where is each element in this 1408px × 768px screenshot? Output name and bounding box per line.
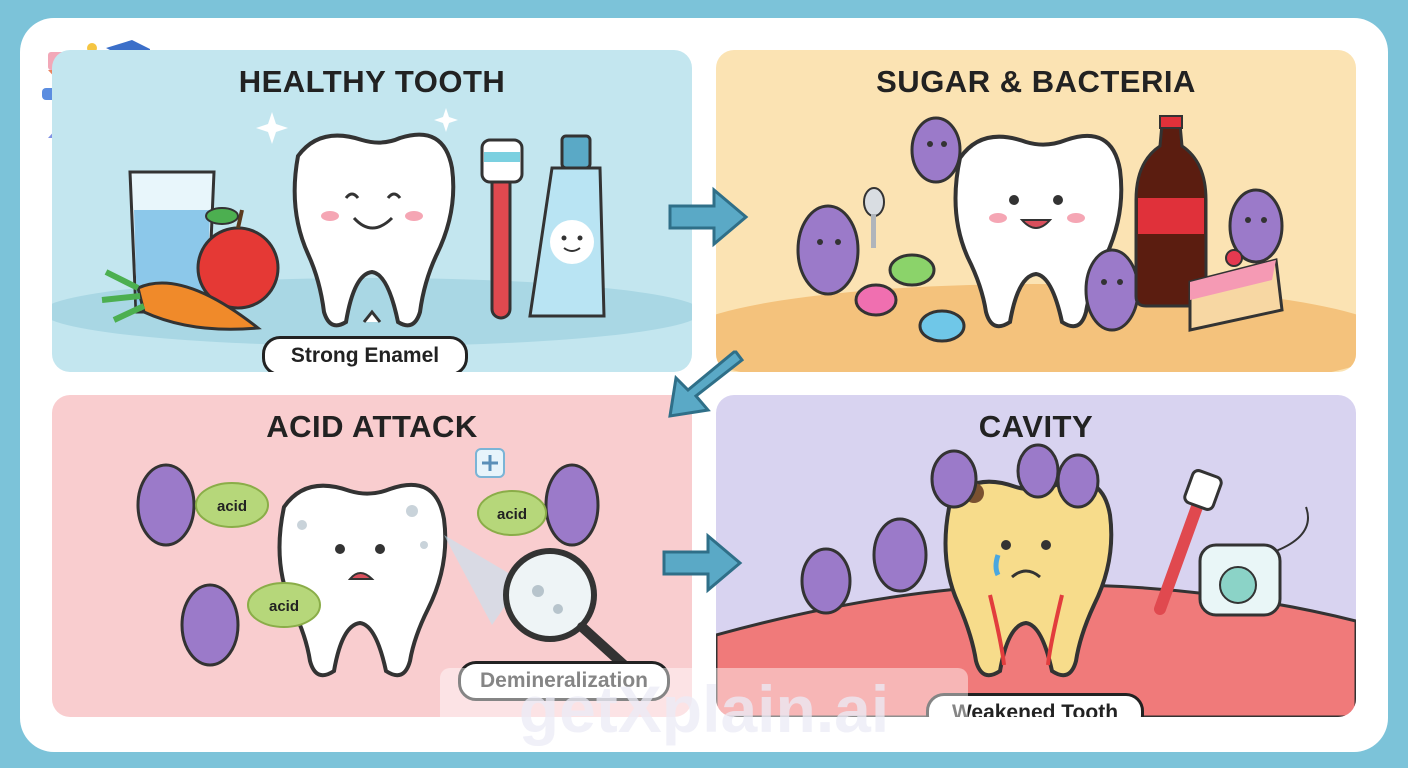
panel-title-cavity: CAVITY [978, 409, 1094, 444]
floss-icon [1198, 506, 1309, 617]
tooth-icon [953, 133, 1124, 329]
acid-label: acid [217, 498, 247, 515]
healthy-illustration [52, 108, 692, 346]
watermark: getXplain.ai [440, 668, 968, 750]
sugar-illustration [716, 115, 1356, 372]
panel-title-sugar: SUGAR & BACTERIA [876, 64, 1196, 99]
acid-cloud [195, 482, 547, 628]
panel-cavity: CAVITY Weakened Tooth [716, 395, 1356, 717]
magnifier-icon [444, 535, 629, 670]
bacteria-icon [796, 116, 1284, 332]
caption-demineralization: Demineralization [458, 661, 670, 701]
toothpaste-icon [528, 134, 606, 318]
arrow-down-left-icon [668, 350, 745, 418]
arrow-right-icon [662, 532, 743, 594]
bacteria-icon [800, 443, 1100, 615]
panel-title-healthy: HEALTHY TOOTH [238, 64, 506, 99]
panel-acid-attack: acid acid acid ACID ATTACK Demineralizat… [52, 395, 692, 717]
acid-illustration: acid acid acid [136, 448, 629, 678]
tooth-icon [292, 132, 456, 328]
arrow-right-icon [668, 186, 749, 248]
cavity-illustration [716, 443, 1356, 717]
panel-healthy-tooth: HEALTHY TOOTH Strong Enamel [52, 50, 692, 372]
acid-label: acid [269, 598, 299, 615]
toothbrush-icon [480, 138, 524, 320]
bacteria-icon [136, 463, 600, 667]
acid-label: acid [497, 506, 527, 523]
panel-sugar-bacteria: SUGAR & BACTERIA [716, 50, 1356, 372]
panel-title-acid: ACID ATTACK [266, 409, 478, 444]
caption-weakened-tooth: Weakened Tooth [926, 693, 1144, 717]
caption-strong-enamel: Strong Enamel [262, 336, 468, 372]
tooth-icon [277, 482, 448, 678]
